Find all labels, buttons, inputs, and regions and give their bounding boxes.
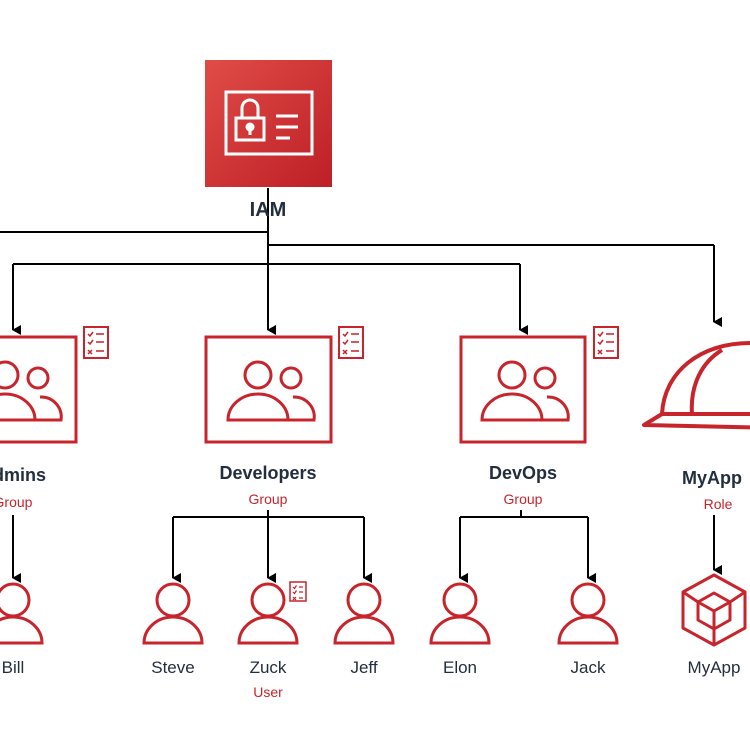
- checklist-icon: [593, 326, 619, 359]
- user-bill[interactable]: Bill: [0, 582, 44, 677]
- user-jack[interactable]: Jack: [557, 582, 619, 677]
- iam-label: IAM: [250, 199, 287, 221]
- group-subtitle-admins: Group: [0, 494, 33, 510]
- users-icon: [0, 360, 63, 422]
- checklist-icon: [338, 326, 364, 359]
- user-icon: [237, 582, 299, 645]
- user-icon: [333, 582, 395, 645]
- role-myapp[interactable]: MyApp Role: [642, 341, 750, 512]
- role-subtitle: Role: [704, 496, 733, 512]
- user-elon[interactable]: Elon: [429, 582, 491, 677]
- user-label-jack: Jack: [571, 658, 606, 677]
- group-title-admins: Admins: [0, 465, 46, 485]
- user-steve[interactable]: Steve: [142, 582, 204, 677]
- group-admins[interactable]: Admins Group: [0, 326, 109, 510]
- users-icon: [480, 360, 570, 422]
- user-type-zuck: User: [253, 684, 283, 700]
- hard-hat-icon: [642, 341, 750, 430]
- group-title-developers: Developers: [219, 463, 316, 483]
- user-label-steve: Steve: [151, 658, 194, 677]
- role-title: MyApp: [682, 468, 742, 488]
- iam-icon: [224, 90, 314, 156]
- checklist-icon: [83, 326, 109, 359]
- cube-icon: [681, 573, 747, 647]
- user-label-zuck: Zuck: [250, 658, 287, 677]
- group-box-developers: [204, 335, 333, 444]
- connectors: [0, 188, 722, 583]
- user-icon: [557, 582, 619, 645]
- user-label-jeff: Jeff: [350, 658, 377, 677]
- group-title-devops: DevOps: [489, 463, 557, 483]
- user-label-bill: Bill: [2, 658, 25, 677]
- checklist-icon: [289, 581, 307, 602]
- user-icon: [142, 582, 204, 645]
- user-jeff[interactable]: Jeff: [333, 582, 395, 677]
- group-subtitle-devops: Group: [504, 491, 543, 507]
- user-icon: [0, 582, 44, 645]
- app-label: MyApp: [688, 658, 741, 677]
- app-myapp[interactable]: MyApp: [681, 573, 747, 677]
- group-box-devops: [459, 335, 587, 444]
- user-icon: [429, 582, 491, 645]
- group-subtitle-developers: Group: [249, 491, 288, 507]
- group-developers[interactable]: Developers Group: [204, 326, 364, 507]
- iam-node[interactable]: IAM: [205, 60, 332, 221]
- users-icon: [226, 360, 316, 422]
- group-devops[interactable]: DevOps Group: [459, 326, 619, 507]
- user-label-elon: Elon: [443, 658, 477, 677]
- user-zuck[interactable]: Zuck User: [237, 581, 307, 700]
